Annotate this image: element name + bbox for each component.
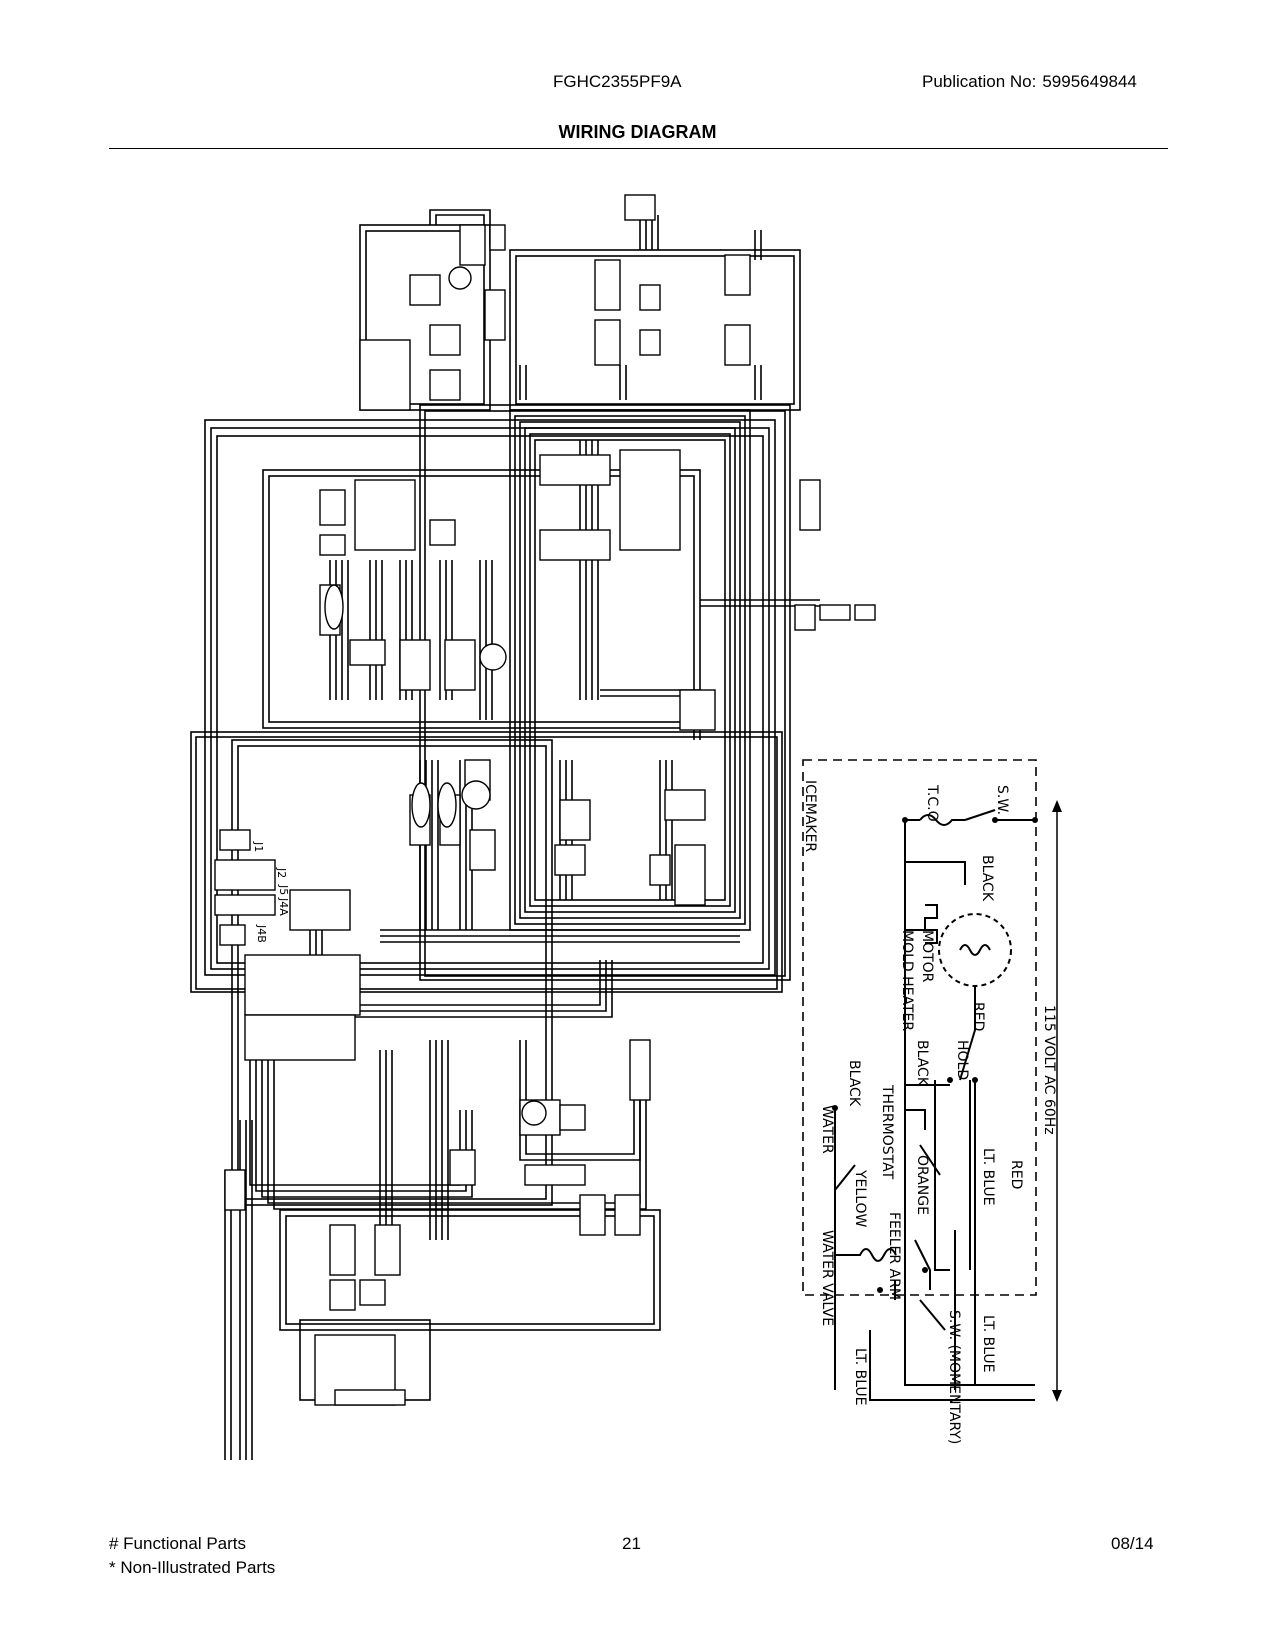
- publication-number: 5995649844: [1042, 72, 1137, 91]
- component-blocks: [214, 194, 876, 1406]
- tco-label: T.C.O: [924, 784, 940, 822]
- wire-black-2-label: BLACK: [914, 1040, 930, 1087]
- wire-yellow-label: YELLOW: [852, 1169, 868, 1228]
- j1-label: J1: [252, 841, 265, 852]
- wire-lt-blue-2-label: LT. BLUE: [980, 1315, 996, 1372]
- non-illustrated-legend: * Non-Illustrated Parts: [109, 1558, 276, 1577]
- water-label: WATER: [819, 1105, 835, 1154]
- model-number: FGHC2355PF9A: [553, 72, 682, 91]
- j4b-label: J4B: [255, 924, 268, 943]
- thermostat-label: THERMOSTAT: [879, 1084, 895, 1180]
- wire-black-3-label: BLACK: [846, 1060, 862, 1107]
- wire-lt-blue-1-label: LT. BLUE: [980, 1148, 996, 1205]
- supply-voltage-label: 115 VOLT AC 60Hz: [1041, 1005, 1057, 1135]
- switch-top-label: S.W.: [994, 785, 1010, 815]
- j5-label: J5: [277, 884, 290, 895]
- page-number: 21: [622, 1534, 641, 1553]
- wire-lt-blue-3-label: LT. BLUE: [852, 1348, 868, 1405]
- icemaker-label: ICEMAKER: [802, 780, 818, 852]
- wire-orange-label: ORANGE: [914, 1155, 930, 1215]
- switch-momentary-label: S.W. (MOMENTARY): [946, 1310, 962, 1444]
- mold-heater-label: MOLD HEATER: [899, 930, 915, 1031]
- water-valve-label: WATER VALVE: [819, 1230, 835, 1326]
- revision-date: 08/14: [1111, 1534, 1154, 1553]
- j2-label: J2: [275, 867, 288, 878]
- icemaker-schematic: [802, 759, 1062, 1402]
- icemaker-labels: ICEMAKER 115 VOLT AC 60Hz T.C.O S.W. BLA…: [802, 780, 1057, 1444]
- feeler-arm-label: FEELER ARM: [886, 1212, 902, 1300]
- wire-black-1-label: BLACK: [979, 855, 995, 902]
- publication-info: Publication No: 5995649844: [922, 72, 1137, 92]
- functional-parts-legend: # Functional Parts: [109, 1534, 247, 1553]
- publication-label: Publication No:: [922, 72, 1037, 91]
- header-rule: [109, 148, 1168, 149]
- motors-lamps: [324, 266, 547, 1126]
- wire-red-1-label: RED: [970, 1002, 986, 1031]
- page-title: WIRING DIAGRAM: [558, 122, 717, 142]
- motor-label: MOTOR: [919, 930, 935, 983]
- main-harness: [190, 209, 820, 1460]
- wire-red-2-label: RED: [1008, 1160, 1024, 1189]
- connector-labels: J1 J2 J5 J4A J4B: [252, 841, 290, 943]
- hold-label: HOLD: [954, 1040, 970, 1080]
- j4a-label: J4A: [277, 897, 290, 916]
